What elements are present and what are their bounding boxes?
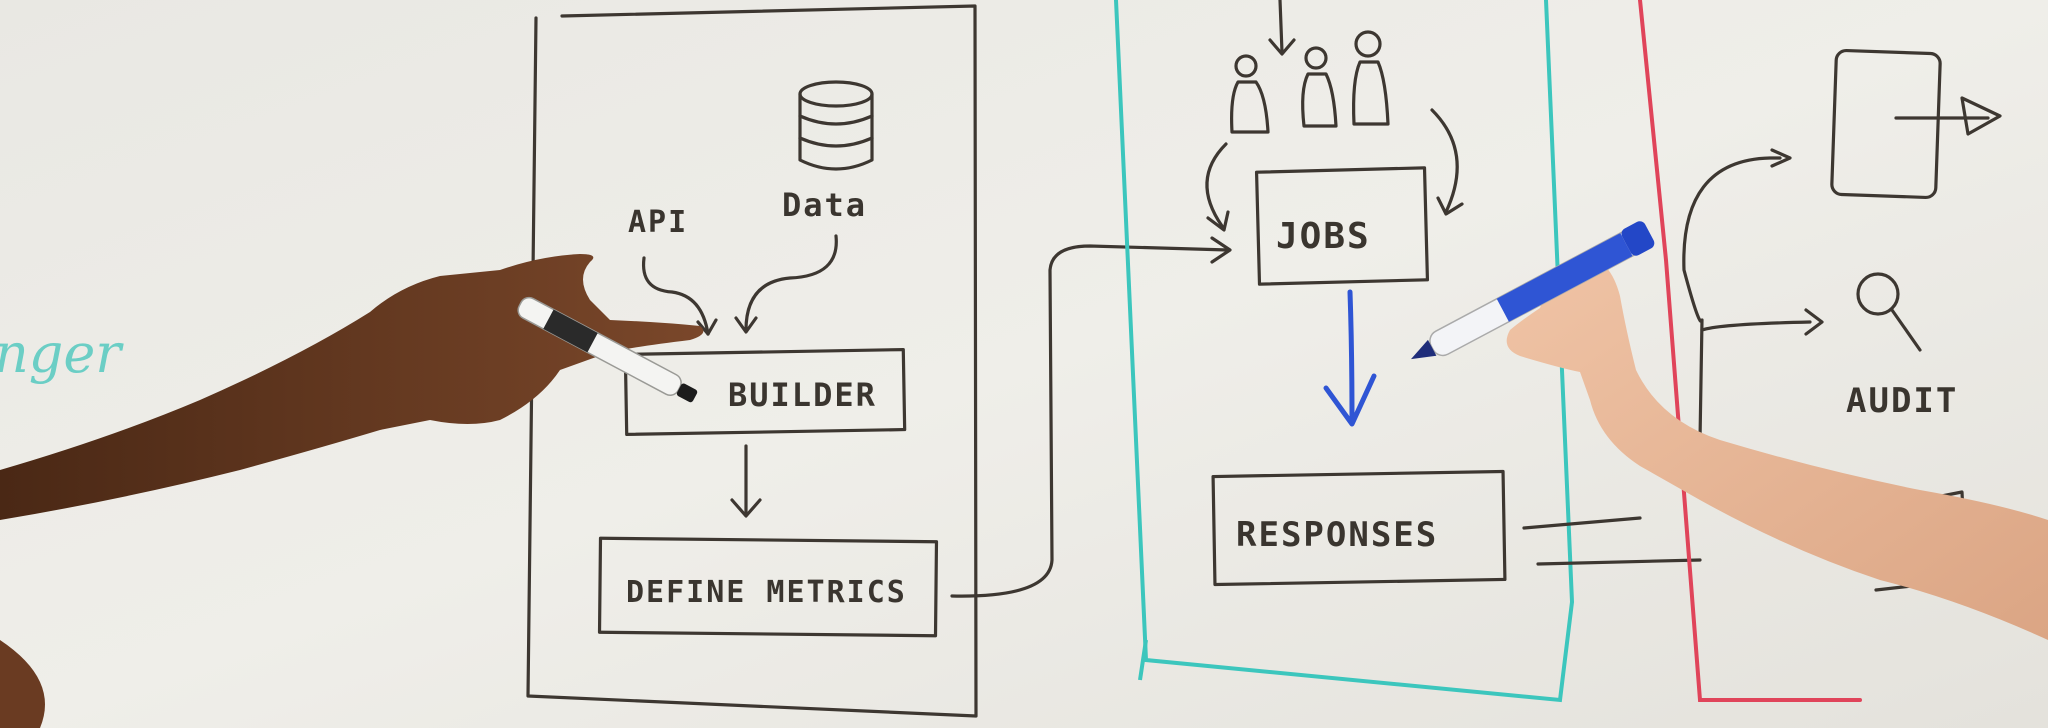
left-panel: API Data BUILDER DEFINE METRICS xyxy=(526,4,978,718)
right-panel: AUDIT xyxy=(1682,48,2002,592)
blue-down-arrow xyxy=(1347,289,1355,423)
jobs-box xyxy=(1254,166,1430,286)
left-hand-with-marker xyxy=(0,254,704,728)
responses-box xyxy=(1211,469,1507,587)
define-metrics-box xyxy=(597,536,939,638)
people-icon xyxy=(1230,30,1390,134)
api-label: API xyxy=(628,205,688,240)
builder-box xyxy=(623,347,907,437)
right-hand-with-marker xyxy=(1410,221,2048,640)
audit-label: AUDIT xyxy=(1846,381,1958,421)
jobs-label: JOBS xyxy=(1276,216,1371,257)
builder-label: BUILDER xyxy=(728,376,877,414)
data-label: Data xyxy=(782,186,867,224)
responses-label: RESPONSES xyxy=(1236,515,1438,555)
teal-panel xyxy=(1114,0,1575,703)
metrics-to-jobs-connector xyxy=(950,244,1230,598)
api-arrow xyxy=(641,256,710,336)
database-icon xyxy=(798,80,874,171)
left-edge-word: nger xyxy=(0,322,124,385)
data-arrow xyxy=(744,234,838,332)
define-metrics-label: DEFINE METRICS xyxy=(626,575,907,610)
magnifier-icon xyxy=(1856,272,1922,352)
